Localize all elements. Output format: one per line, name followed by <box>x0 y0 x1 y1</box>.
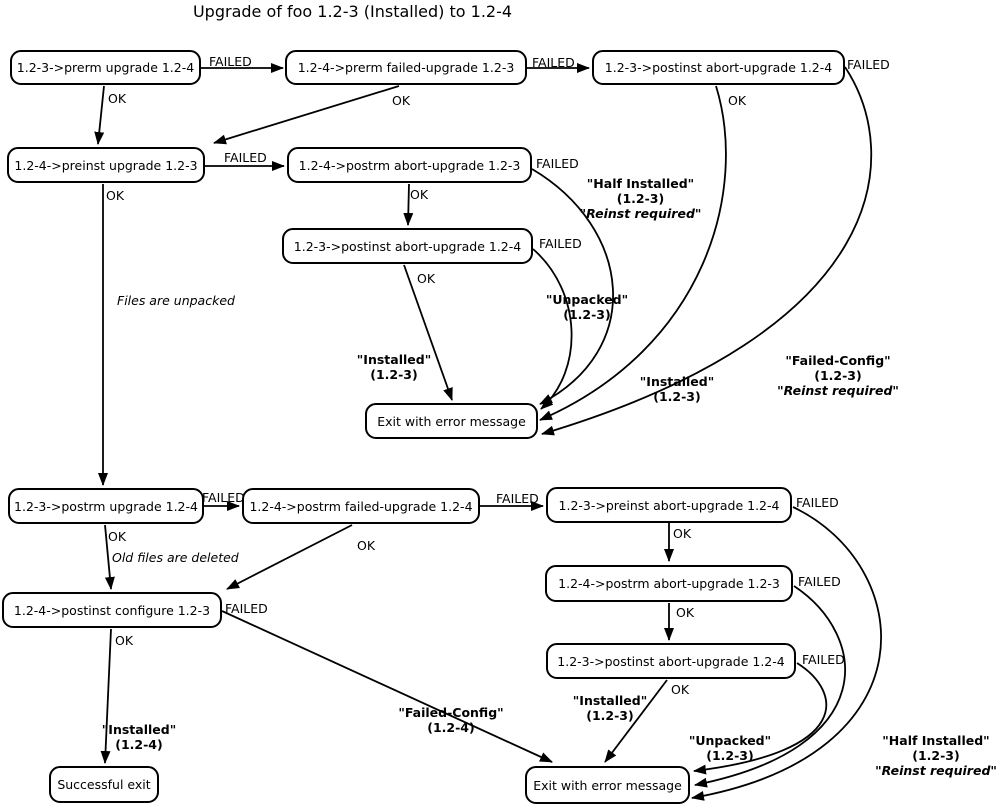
node-prerm-failed-upgrade: 1.2-4->prerm failed-upgrade 1.2-3 <box>285 50 527 85</box>
node-preinst-upgrade: 1.2-4->preinst upgrade 1.2-3 <box>7 147 205 183</box>
state-half-installed-bottom: "Half Installed" (1.2-3) "Reinst require… <box>875 733 997 778</box>
edge-postinst-configure-ok-to-success <box>100 628 112 764</box>
state-installed-bottom: "Installed" (1.2-3) <box>572 693 648 723</box>
edge-label-failed: FAILED <box>802 652 845 667</box>
edge-label-failed: FAILED <box>496 491 539 506</box>
edge-postinst-abort-bottom-failed-to-exit <box>693 662 828 775</box>
edge-label-ok: OK <box>728 93 747 108</box>
edge-label-failed: FAILED <box>539 236 582 251</box>
edge-postinst-abort-top-failed-to-exit <box>541 66 873 436</box>
node-postinst-abort-upgrade-mid: 1.2-3->postinst abort-upgrade 1.2-4 <box>282 228 533 264</box>
edge-label-failed: FAILED <box>224 150 267 165</box>
diagram-title: Upgrade of foo 1.2-3 (Installed) to 1.2-… <box>192 2 513 21</box>
edge-label-ok: OK <box>417 271 436 286</box>
state-half-installed-top: "Half Installed" (1.2-3) "Reinst require… <box>579 176 702 221</box>
edge-postrm-abort-bottom-failed-to-exit <box>694 585 846 788</box>
state-installed-left: "Installed" (1.2-3) <box>356 352 432 382</box>
edge-label-failed: FAILED <box>532 55 575 70</box>
node-postrm-upgrade: 1.2-3->postrm upgrade 1.2-4 <box>8 488 204 524</box>
edge-postinst-abort-top-ok-to-exit <box>539 85 727 421</box>
node-prerm-upgrade: 1.2-3->prerm upgrade 1.2-4 <box>10 50 201 85</box>
state-installed-1-2-4: "Installed" (1.2-4) <box>101 722 177 752</box>
edge-label-ok: OK <box>392 93 411 108</box>
node-exit-error-top: Exit with error message <box>365 403 538 439</box>
edge-label-ok: OK <box>108 529 127 544</box>
edge-postinst-configure-failed-to-exit <box>221 610 553 763</box>
note-files-are-unpacked: Files are unpacked <box>117 293 235 308</box>
edge-preinst-abort-failed-to-exit <box>691 506 882 801</box>
edge-label-ok: OK <box>357 538 376 553</box>
edge-label-failed: FAILED <box>536 156 579 171</box>
edge-label-ok: OK <box>106 188 125 203</box>
edge-label-ok: OK <box>115 633 134 648</box>
note-old-files-are-deleted: Old files are deleted <box>112 550 239 565</box>
edge-prerm-failed-upgrade-ok-to-preinst <box>213 85 400 145</box>
edge-label-failed: FAILED <box>798 574 841 589</box>
node-postrm-failed-upgrade: 1.2-4->postrm failed-upgrade 1.2-4 <box>242 488 480 524</box>
state-unpacked-bottom: "Unpacked" (1.2-3) <box>688 733 772 763</box>
edge-prerm-ok-to-preinst <box>94 85 105 145</box>
edge-postinst-abort-mid-ok-to-exit <box>403 264 453 401</box>
edge-label-ok: OK <box>108 91 127 106</box>
state-failed-config-1-2-4: "Failed-Config" (1.2-4) <box>398 705 504 735</box>
edge-postinst-abort-mid-failed-to-exit <box>532 248 573 410</box>
edge-label-failed: FAILED <box>225 601 268 616</box>
state-unpacked-top: "Unpacked" (1.2-3) <box>545 292 629 322</box>
edge-postrm-upgrade-ok-to-postinst-configure <box>104 524 115 590</box>
node-postinst-abort-upgrade-bottom: 1.2-3->postinst abort-upgrade 1.2-4 <box>546 643 796 679</box>
node-postinst-abort-upgrade-top: 1.2-3->postinst abort-upgrade 1.2-4 <box>592 50 845 85</box>
edge-postinst-abort-bottom-ok-to-exit <box>604 679 668 763</box>
edge-label-failed: FAILED <box>796 495 839 510</box>
edge-label-ok: OK <box>671 682 690 697</box>
node-preinst-abort-upgrade: 1.2-3->preinst abort-upgrade 1.2-4 <box>546 487 792 523</box>
node-exit-error-bottom: Exit with error message <box>525 766 690 804</box>
edge-postrm-abort-mid-ok-to-postinst-abort <box>403 183 414 226</box>
node-postrm-abort-upgrade-mid: 1.2-4->postrm abort-upgrade 1.2-3 <box>287 147 532 183</box>
edge-label-failed: FAILED <box>202 490 245 505</box>
edge-label-failed: FAILED <box>847 57 890 72</box>
edge-label-ok: OK <box>676 605 695 620</box>
edge-label-failed: FAILED <box>209 54 252 69</box>
edge-label-ok: OK <box>673 526 692 541</box>
state-failed-config-1-2-3: "Failed-Config" (1.2-3) "Reinst required… <box>777 353 899 398</box>
state-installed-right: "Installed" (1.2-3) <box>639 374 715 404</box>
edge-postrm-abort-mid-failed-to-exit <box>531 168 614 405</box>
edge-label-ok: OK <box>410 187 429 202</box>
node-successful-exit: Successful exit <box>49 766 159 803</box>
node-postinst-configure: 1.2-4->postinst configure 1.2-3 <box>2 592 222 628</box>
node-postrm-abort-upgrade-bottom: 1.2-4->postrm abort-upgrade 1.2-3 <box>545 565 793 602</box>
edge-postrm-failed-upgrade-ok-to-postinst-configure <box>226 524 353 590</box>
